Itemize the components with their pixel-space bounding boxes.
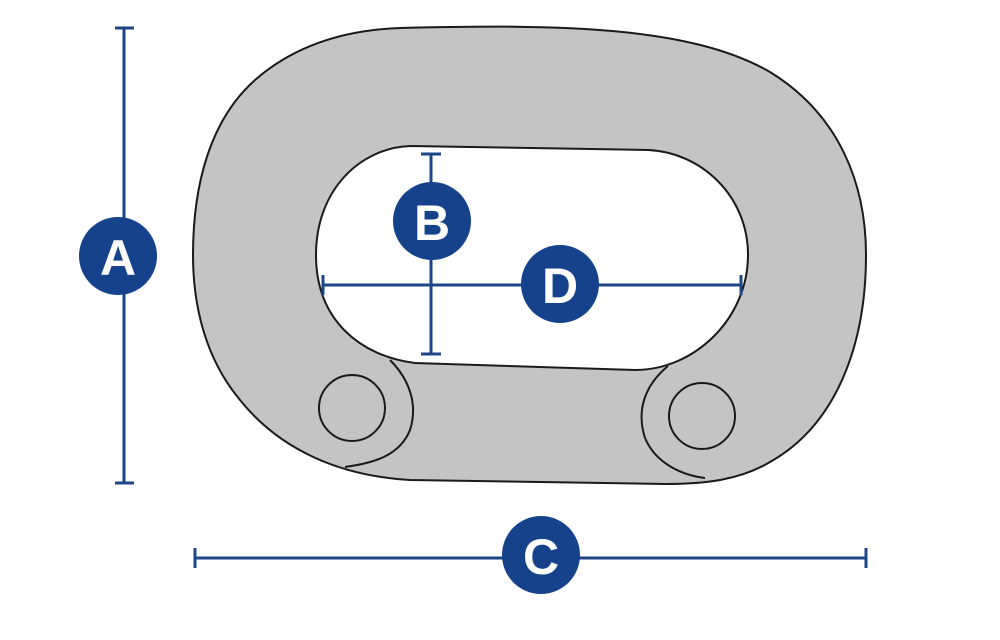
- right-stud-seam: [640, 365, 706, 479]
- badge-a: A: [79, 217, 157, 295]
- badge-c-circle: [502, 516, 580, 594]
- badge-a-circle: [79, 217, 157, 295]
- badge-d: D: [521, 245, 599, 323]
- badge-c-label: C: [523, 529, 559, 585]
- badge-d-circle: [521, 245, 599, 323]
- badge-b-label: B: [414, 195, 450, 251]
- badge-d-label: D: [542, 258, 578, 314]
- badge-c: C: [502, 516, 580, 594]
- left-stud-seam: [344, 359, 415, 468]
- left-stud: [318, 374, 386, 442]
- right-stud: [668, 382, 736, 450]
- badge-b-circle: [393, 182, 471, 260]
- badge-b: B: [393, 182, 471, 260]
- connecting-link: [191, 25, 868, 486]
- badge-a-label: A: [100, 230, 136, 286]
